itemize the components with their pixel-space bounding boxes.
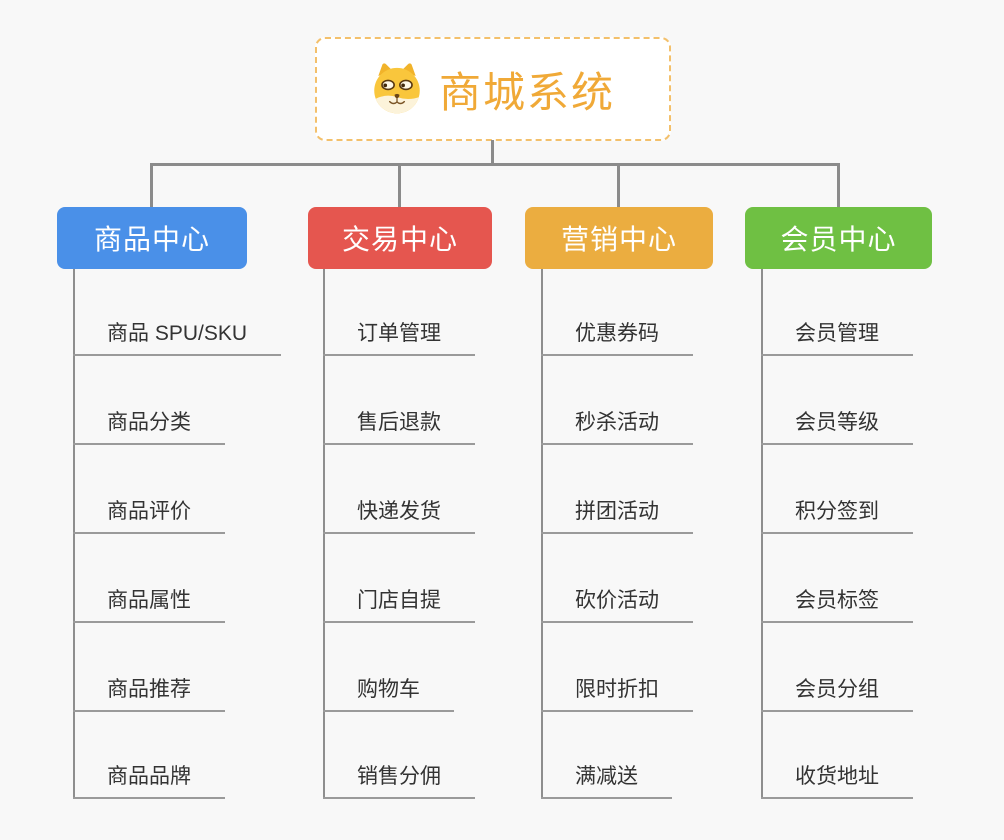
- node-shopping-cart[interactable]: 购物车: [323, 676, 454, 712]
- branch-trunk-4: [761, 269, 763, 799]
- connector-horizontal: [150, 163, 840, 166]
- connector-drop-3: [617, 163, 620, 208]
- node-sales-commission[interactable]: 销售分佣: [323, 763, 475, 799]
- node-aftersale-refund[interactable]: 售后退款: [323, 409, 475, 445]
- branch-header-product-center[interactable]: 商品中心: [57, 207, 247, 269]
- root-node[interactable]: 商城系统: [315, 37, 671, 141]
- node-coupon-code[interactable]: 优惠券码: [541, 320, 693, 356]
- node-flash-sale[interactable]: 秒杀活动: [541, 409, 693, 445]
- node-product-recommend[interactable]: 商品推荐: [73, 676, 225, 712]
- node-member-group[interactable]: 会员分组: [761, 676, 913, 712]
- node-product-category[interactable]: 商品分类: [73, 409, 225, 445]
- connector-drop-1: [150, 163, 153, 208]
- node-shipping-address[interactable]: 收货地址: [761, 763, 913, 799]
- node-limited-discount[interactable]: 限时折扣: [541, 676, 693, 712]
- branch-trunk-3: [541, 269, 543, 799]
- node-store-pickup[interactable]: 门店自提: [323, 587, 475, 623]
- connector-root-stub: [491, 140, 494, 164]
- connector-drop-2: [398, 163, 401, 208]
- node-group-buying[interactable]: 拼团活动: [541, 498, 693, 534]
- branch-trunk-2: [323, 269, 325, 799]
- dog-face-icon: [374, 63, 420, 114]
- node-member-tag[interactable]: 会员标签: [761, 587, 913, 623]
- node-member-level[interactable]: 会员等级: [761, 409, 913, 445]
- root-node-label: 商城系统: [438, 68, 615, 116]
- connector-drop-4: [837, 163, 840, 208]
- node-product-brand[interactable]: 商品品牌: [73, 763, 225, 799]
- branch-header-marketing-center[interactable]: 营销中心: [525, 207, 713, 269]
- branch-header-trade-center[interactable]: 交易中心: [308, 207, 492, 269]
- node-product-review[interactable]: 商品评价: [73, 498, 225, 534]
- branch-trunk-1: [73, 269, 75, 799]
- branch-header-member-center[interactable]: 会员中心: [745, 207, 932, 269]
- node-full-reduction[interactable]: 满减送: [541, 763, 672, 799]
- node-member-management[interactable]: 会员管理: [761, 320, 913, 356]
- node-product-attribute[interactable]: 商品属性: [73, 587, 225, 623]
- node-bargain-activity[interactable]: 砍价活动: [541, 587, 693, 623]
- node-product-spu-sku[interactable]: 商品 SPU/SKU: [73, 320, 282, 356]
- node-express-delivery[interactable]: 快递发货: [323, 498, 475, 534]
- node-order-management[interactable]: 订单管理: [323, 320, 475, 356]
- node-points-checkin[interactable]: 积分签到: [761, 498, 913, 534]
